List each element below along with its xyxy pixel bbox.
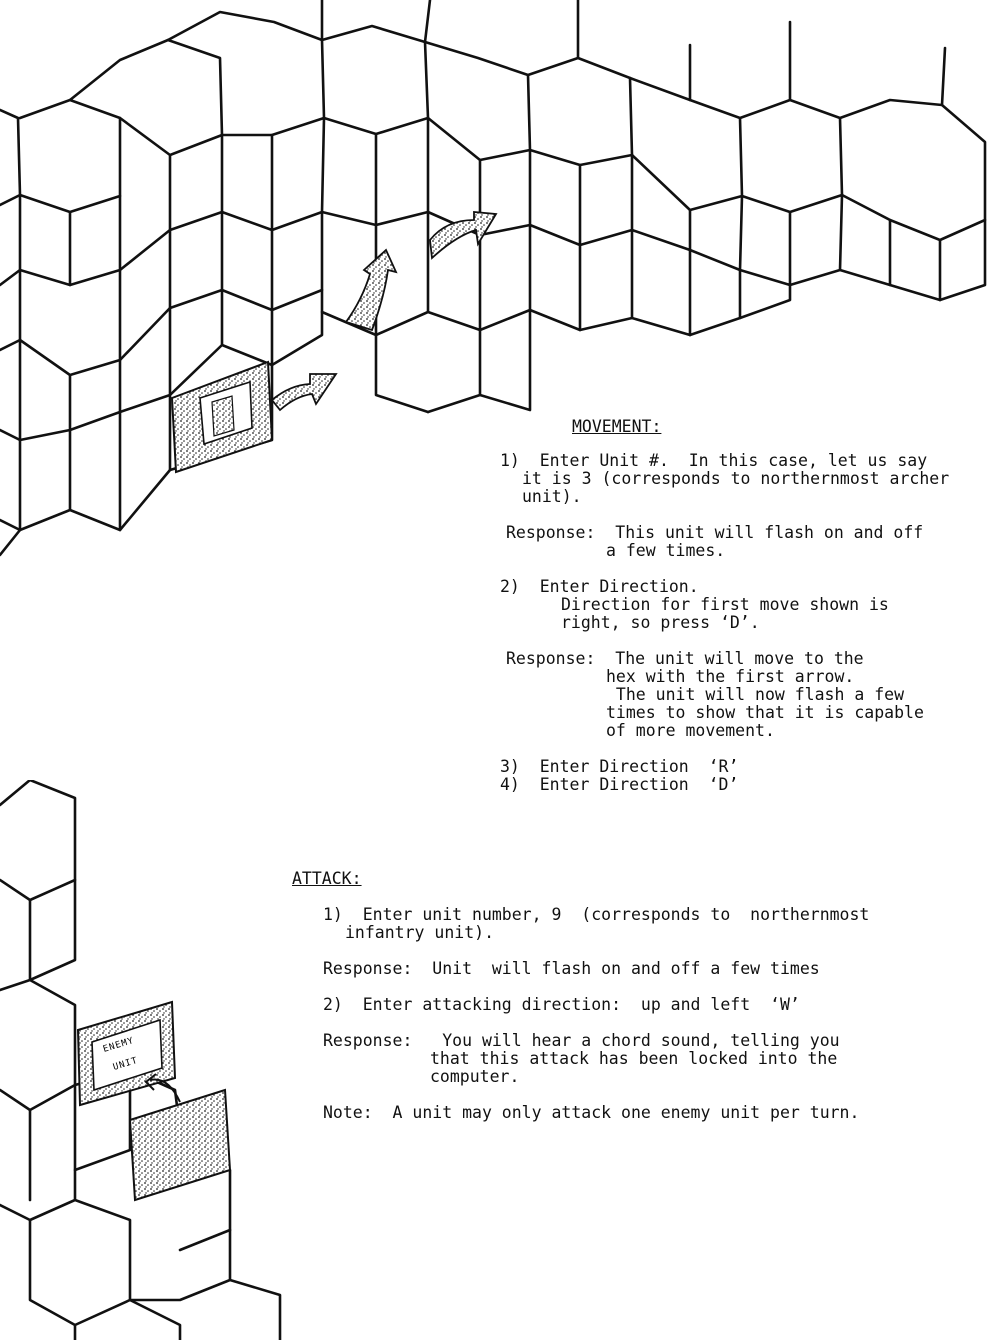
movement-response2-line3: The unit will now flash a few (606, 685, 905, 704)
attack-heading: ATTACK: (292, 869, 362, 888)
movement-step3: 3) Enter Direction ‘R’ (500, 757, 739, 776)
infantry-unit-marker (128, 1088, 232, 1202)
archer-unit-marker (170, 360, 274, 474)
movement-arrows (270, 211, 498, 412)
movement-step1-line2: it is 3 (corresponds to northernmost arc… (522, 469, 950, 488)
movement-hex-map (0, 0, 987, 557)
movement-step2-line2: Direction for first move shown is (561, 595, 889, 614)
attack-step1-line1: 1) Enter unit number, 9 (corresponds to … (323, 905, 870, 924)
movement-response2-line1: Response: The unit will move to the (506, 649, 864, 668)
attack-hex-map: ENEMY UNIT (0, 780, 282, 1340)
movement-heading: MOVEMENT: (572, 417, 662, 436)
movement-response2-line5: of more movement. (606, 721, 775, 740)
attack-response2-line2: that this attack has been locked into th… (430, 1049, 838, 1068)
arrow-up-2 (344, 248, 398, 332)
attack-step2: 2) Enter attacking direction: up and lef… (323, 995, 800, 1014)
attack-response2-line3: computer. (430, 1067, 520, 1086)
enemy-unit-marker: ENEMY UNIT (76, 1000, 177, 1107)
attack-note: Note: A unit may only attack one enemy u… (323, 1103, 860, 1122)
movement-step2-line3: right, so press ‘D’. (561, 613, 760, 632)
movement-response2-line4: times to show that it is capable (606, 703, 924, 722)
movement-step2-line1: 2) Enter Direction. (500, 577, 699, 596)
arrow-right-1 (270, 373, 338, 412)
movement-response2-line2: hex with the first arrow. (606, 667, 855, 686)
movement-response1-line1: Response: This unit will flash on and of… (506, 523, 924, 542)
movement-step1-line1: 1) Enter Unit #. In this case, let us sa… (500, 451, 928, 470)
attack-arrow (144, 1073, 181, 1103)
attack-response2-line1: Response: You will hear a chord sound, t… (323, 1031, 840, 1050)
attack-step1-line2: infantry unit). (345, 923, 495, 942)
movement-step1-line3: unit). (522, 487, 582, 506)
arrow-right-3 (429, 211, 498, 260)
movement-response1-line2: a few times. (606, 541, 726, 560)
hex-grid-lines (0, 0, 987, 557)
movement-step4: 4) Enter Direction ‘D’ (500, 775, 739, 794)
attack-response1: Response: Unit will flash on and off a f… (323, 959, 820, 978)
